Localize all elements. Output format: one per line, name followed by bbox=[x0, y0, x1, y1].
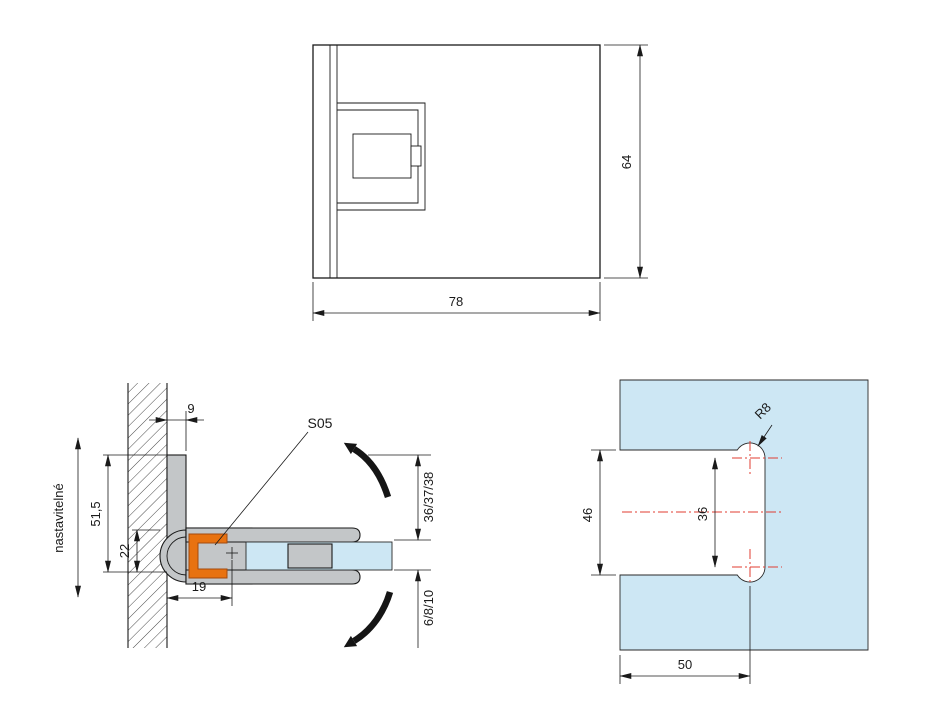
swing-arc bbox=[352, 591, 394, 644]
dim-22-label: 22 bbox=[117, 544, 132, 558]
dim-19-label: 19 bbox=[192, 579, 206, 594]
section-view: nastavitelné S05 bbox=[51, 383, 436, 648]
swing-arrow-top-icon bbox=[343, 442, 392, 499]
glass-panel bbox=[619, 379, 869, 651]
dim-46-label: 46 bbox=[580, 508, 595, 522]
swing-arrow-bottom-icon bbox=[343, 591, 394, 648]
dim-51-5-label: 51,5 bbox=[88, 501, 103, 526]
clamp-opening-outer bbox=[337, 102, 426, 211]
swing-arrow-head bbox=[343, 635, 358, 648]
part-label: S05 bbox=[308, 415, 333, 431]
top-view: 64 78 bbox=[312, 44, 648, 321]
dim-width: 78 bbox=[312, 282, 601, 321]
wall-hatch bbox=[128, 383, 167, 648]
part-callout: S05 bbox=[214, 415, 333, 546]
leader-line bbox=[214, 431, 309, 546]
dim-clamp-height-label: 36/37/38 bbox=[421, 472, 436, 523]
dim-width-label: 78 bbox=[449, 294, 463, 309]
gasket-profile bbox=[188, 533, 228, 579]
dim-height: 64 bbox=[604, 44, 648, 279]
dim-clamp-height: 36/37/38 bbox=[368, 454, 436, 541]
dim-glass-thickness-label: 6/8/10 bbox=[421, 590, 436, 626]
dim-cutout-width: 46 bbox=[580, 449, 616, 576]
dim-glass-thickness: 6/8/10 bbox=[394, 569, 436, 648]
glass-cutout-view: 46 36 50 R8 bbox=[580, 379, 869, 684]
swing-arrow-head bbox=[343, 442, 358, 455]
dim-50-label: 50 bbox=[678, 657, 692, 672]
dim-9-label: 9 bbox=[187, 401, 194, 416]
adjustable-indicator: nastavitelné bbox=[51, 437, 81, 598]
dim-height-label: 64 bbox=[619, 155, 634, 169]
dim-axis-height: 22 bbox=[117, 529, 160, 573]
adjustable-label: nastavitelné bbox=[51, 483, 66, 552]
dim-36-label: 36 bbox=[695, 507, 710, 521]
adjustment-tab bbox=[410, 145, 422, 167]
dim-axis-depth: 19 bbox=[166, 560, 233, 606]
swing-arc bbox=[352, 446, 392, 499]
center-cross bbox=[226, 547, 238, 559]
adjustment-block bbox=[352, 133, 412, 179]
dim-cutout-depth: 50 bbox=[619, 586, 751, 684]
pivot-barrel-inner bbox=[166, 536, 187, 576]
pivot-barrel bbox=[159, 529, 187, 583]
dim-hole-pitch: 36 bbox=[695, 457, 718, 568]
dim-wall-plate-thickness: 9 bbox=[149, 401, 204, 451]
clamp-screw-block bbox=[287, 543, 333, 569]
leader-line bbox=[757, 424, 773, 447]
